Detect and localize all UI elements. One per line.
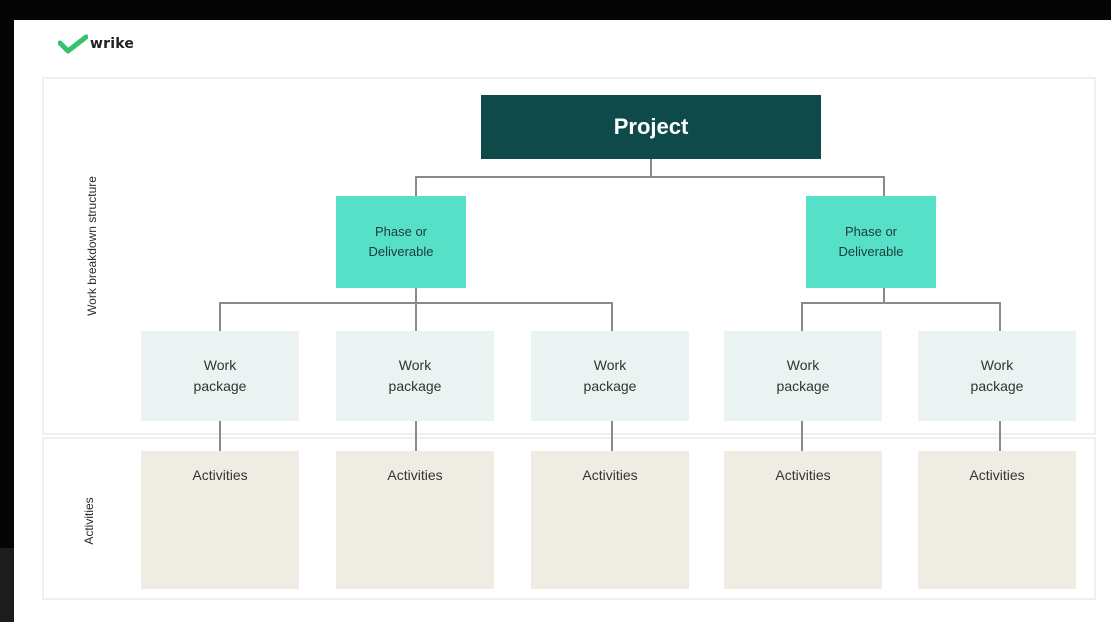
logo-text: wrike: [90, 36, 135, 52]
connector-to-package-4: [801, 302, 803, 331]
connector-phase-2-bar: [801, 302, 1001, 304]
activities-node: Activities: [336, 451, 494, 589]
activities-section-label: Activities: [82, 497, 96, 545]
connector-phase-1-stem: [415, 288, 417, 303]
phase-node: Phase or Deliverable: [336, 196, 466, 288]
background-edge: [0, 548, 14, 622]
connector-package-3-activities: [611, 421, 613, 451]
connector-package-2-activities: [415, 421, 417, 451]
connector-project-bar: [415, 176, 885, 178]
wbs-section-label: Work breakdown structure: [85, 176, 99, 316]
connector-phase-2-stem: [883, 288, 885, 303]
checkmark-icon: [58, 34, 88, 54]
connector-package-1-activities: [219, 421, 221, 451]
connector-to-phase-1: [415, 176, 417, 196]
phase-node: Phase or Deliverable: [806, 196, 936, 288]
wrike-logo: wrike: [58, 34, 134, 54]
activities-node: Activities: [141, 451, 299, 589]
work-package-node: Work package: [141, 331, 299, 421]
activities-node: Activities: [531, 451, 689, 589]
work-package-node: Work package: [531, 331, 689, 421]
work-package-node: Work package: [336, 331, 494, 421]
connector-project-stem: [650, 159, 652, 177]
connector-to-package-3: [611, 302, 613, 331]
activities-node: Activities: [724, 451, 882, 589]
connector-to-package-1: [219, 302, 221, 331]
connector-to-phase-2: [883, 176, 885, 196]
connector-package-5-activities: [999, 421, 1001, 451]
connector-package-4-activities: [801, 421, 803, 451]
connector-to-package-2: [415, 302, 417, 331]
activities-node: Activities: [918, 451, 1076, 589]
work-package-node: Work package: [918, 331, 1076, 421]
project-node: Project: [481, 95, 821, 159]
connector-to-package-5: [999, 302, 1001, 331]
work-package-node: Work package: [724, 331, 882, 421]
